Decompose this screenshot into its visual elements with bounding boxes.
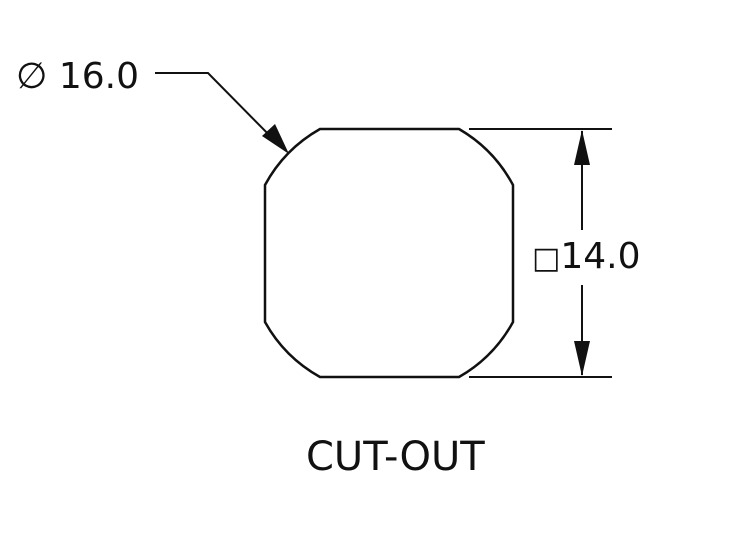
diameter-symbol-icon: ∅: [16, 56, 48, 97]
square-label: □14.0: [532, 236, 641, 277]
leader-arrow-icon: [262, 124, 289, 154]
arrow-up-icon: [574, 130, 590, 165]
diameter-value: 16.0: [58, 56, 139, 97]
square-symbol-icon: □: [532, 241, 561, 276]
square-value: 14.0: [560, 236, 641, 277]
white-mask: [540, 230, 640, 285]
cutout-outline: [263, 127, 515, 379]
arrow-down-icon: [574, 341, 590, 376]
diameter-label: ∅ 16.0: [16, 56, 139, 97]
leader-line: [155, 72, 281, 147]
caption: CUT-OUT: [306, 434, 485, 480]
